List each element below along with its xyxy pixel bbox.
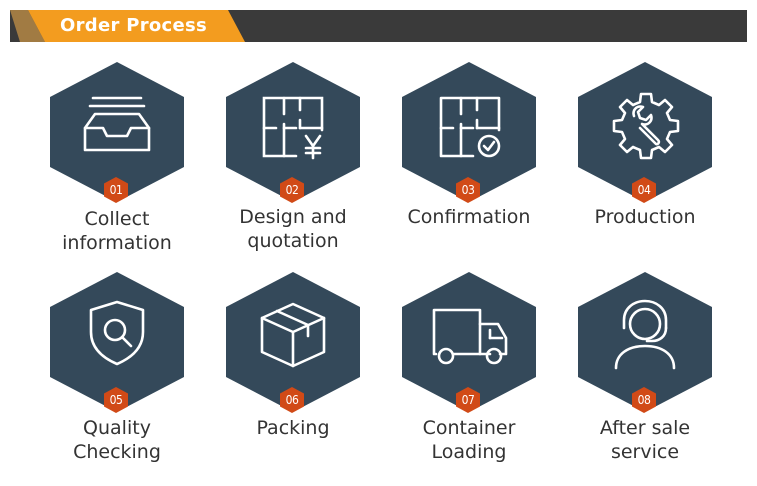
step-number-badge: 05	[103, 387, 129, 413]
headset-agent-icon	[614, 299, 676, 370]
step-number-badge: 06	[279, 387, 305, 413]
inbox-tray-icon	[83, 96, 151, 152]
step-number-badge: 03	[455, 177, 481, 203]
hexagon-tile	[42, 62, 192, 202]
hexagon-tile	[394, 62, 544, 202]
step-label: Production	[594, 206, 696, 228]
step-number-badge: 08	[631, 387, 657, 413]
step-label: Confirmation	[407, 206, 531, 228]
step-number-badge: 01	[103, 177, 129, 203]
page-title: Order Process	[60, 15, 208, 36]
step-number-badge: 07	[455, 387, 481, 413]
gear-wrench-icon	[612, 92, 680, 160]
shield-magnifier-icon	[89, 300, 145, 366]
hexagon-tile	[42, 272, 192, 412]
hexagon-tile	[570, 272, 720, 412]
hexagon-tile	[218, 62, 368, 202]
floor-plan-yen-icon	[262, 96, 324, 160]
step-number-badge: 04	[631, 177, 657, 203]
floor-plan-check-icon	[439, 96, 501, 158]
truck-icon	[432, 308, 508, 365]
hexagon-tile	[394, 272, 544, 412]
step-number-badge: 02	[279, 177, 305, 203]
header-tab	[10, 10, 245, 42]
step-label: Packing	[256, 417, 330, 439]
box-icon	[260, 302, 326, 368]
